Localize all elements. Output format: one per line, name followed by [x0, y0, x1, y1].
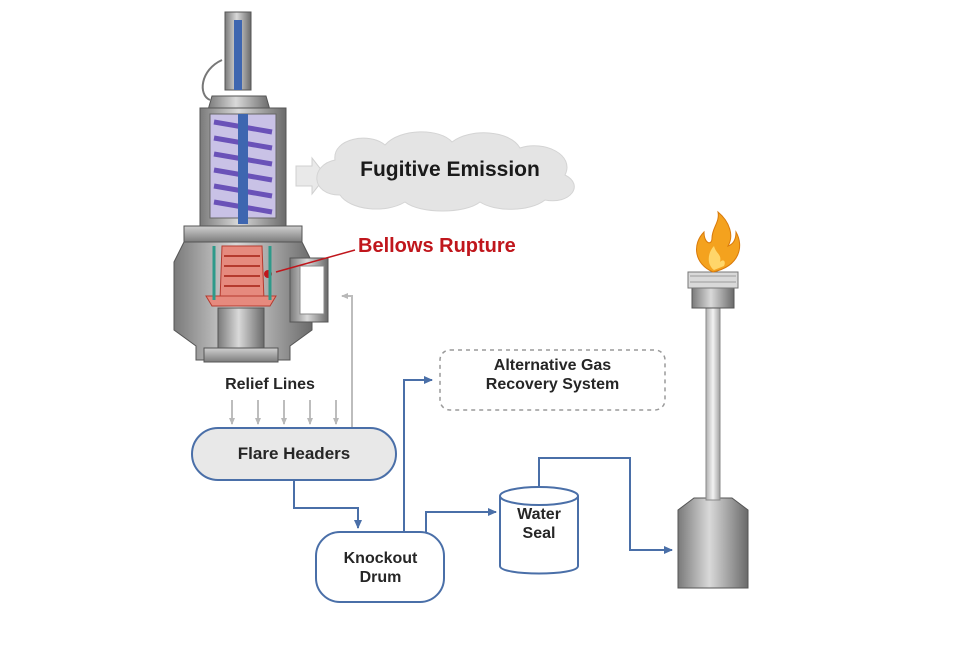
alt-gas-recovery-box: [439, 349, 666, 411]
knockout-drum-box: [315, 531, 445, 603]
alt-gas-line1: Alternative Gas: [493, 357, 612, 374]
water-seal-label: Water Seal: [500, 505, 578, 543]
relief-lines-label: Relief Lines: [225, 376, 315, 393]
fugitive-cloud: [316, 131, 575, 212]
alt-gas-recovery-label: Alternative Gas Recovery System: [440, 356, 665, 394]
fugitive-emission-label: Fugitive Emission: [360, 158, 540, 181]
flare-stack: [677, 271, 749, 589]
water-seal-vessel: [499, 486, 579, 575]
flare-headers-label: Flare Headers: [237, 444, 351, 463]
knockout-line2: Drum: [359, 569, 402, 587]
knockout-line1: Knockout: [343, 550, 418, 567]
knockout-drum-label: Knockout Drum: [318, 549, 443, 587]
relief-line-arrows: [229, 400, 339, 425]
bellows-rupture-label: Bellows Rupture: [358, 235, 516, 257]
alt-gas-line2: Recovery System: [485, 376, 620, 394]
flame-icon: [696, 210, 741, 273]
flow-lines: [293, 376, 673, 554]
water-seal-line1: Water: [517, 506, 561, 523]
rupture-leader: [275, 249, 356, 273]
relief-valve: [173, 11, 329, 363]
relief-return-line: [341, 293, 353, 428]
water-seal-line2: Seal: [522, 525, 556, 543]
